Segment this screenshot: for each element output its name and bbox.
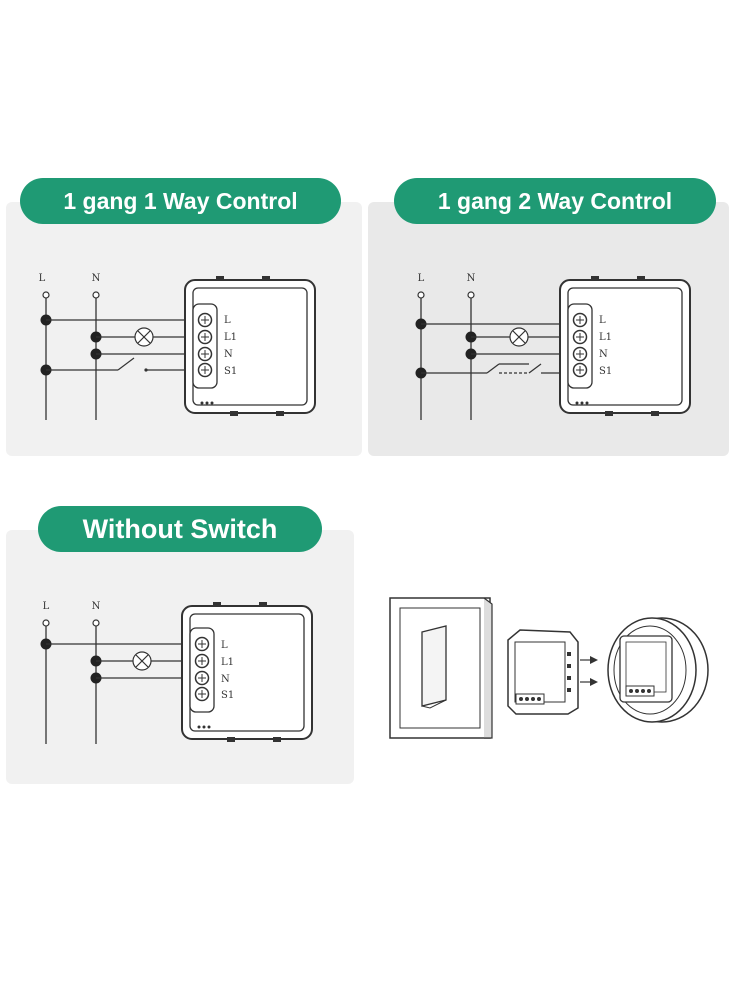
title-no-switch: Without Switch [38,506,322,552]
switch-contact [528,363,542,374]
terminal-label: N [221,674,230,685]
title-1way: 1 gang 1 Way Control [20,178,341,224]
wiring-diagram-1way: L N L L1 N S1 [39,273,316,420]
line-label-l: L [43,601,50,612]
switch-contact [486,363,500,374]
terminal-label: L [224,315,231,326]
wall-box-icon [607,617,709,723]
terminal-label: N [224,349,233,360]
smart-module-icon [507,629,579,715]
terminal-label: L1 [224,332,237,343]
switch-contact [117,357,135,371]
line-label-l: L [39,273,46,284]
terminal-label: L [599,315,606,326]
wall-switch-icon [389,597,493,739]
terminal-label: L [221,640,228,651]
lamp-icon [132,651,152,671]
line-label-n: N [467,273,476,284]
wiring-diagram-2way: L N L L1 N S1 [415,273,691,420]
wiring-diagram-no-switch: L N L L1 N S1 [40,601,313,744]
lamp-icon [509,327,529,347]
terminal-label: S1 [221,690,234,701]
installation-illustration [389,597,709,739]
terminal-label: N [599,349,608,360]
lamp-icon [134,327,154,347]
terminal-label: L1 [599,332,612,343]
title-2way: 1 gang 2 Way Control [394,178,716,224]
terminal-label: S1 [599,366,612,377]
terminal-label: S1 [224,366,237,377]
smart-module-icon [559,276,691,416]
smart-module-icon [181,602,313,742]
line-label-n: N [92,601,101,612]
terminal-label: L1 [221,657,234,668]
arrow-icon [580,656,598,686]
smart-module-icon [184,276,316,416]
line-label-l: L [418,273,425,284]
line-label-n: N [92,273,101,284]
